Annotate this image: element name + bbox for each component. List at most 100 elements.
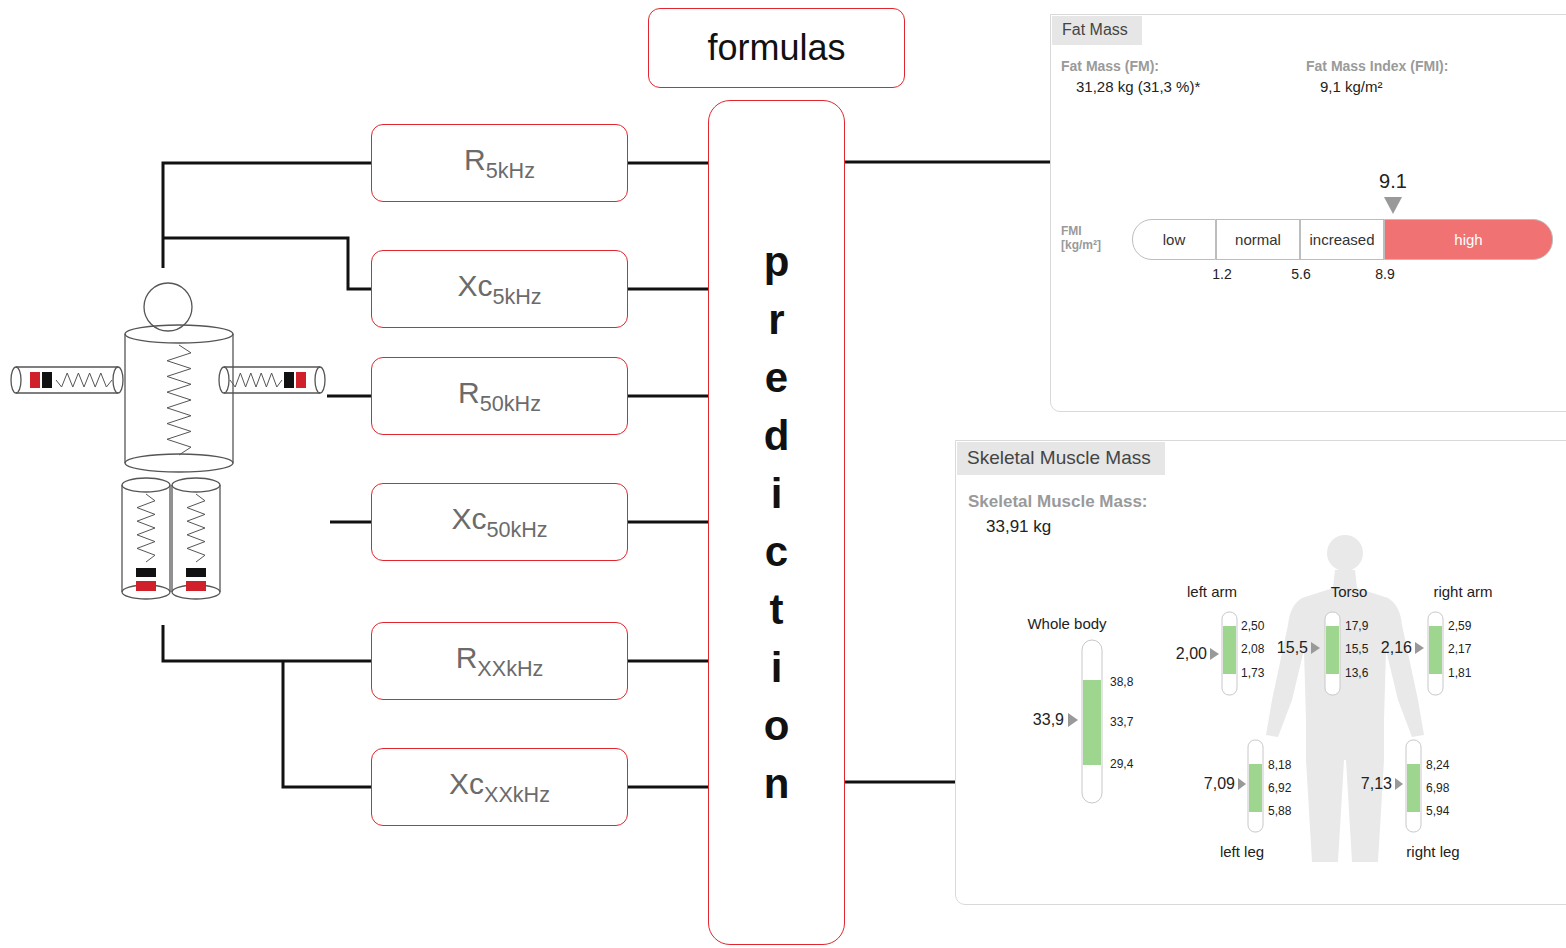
arm-side [16, 392, 118, 393]
electrode-red [30, 372, 40, 388]
connector-line [628, 288, 708, 291]
value-pointer [1311, 642, 1320, 654]
letter: n [764, 755, 790, 813]
spring-zigzag [167, 345, 191, 455]
value-label: 7,13 [1361, 775, 1392, 793]
value-label: 33,91 kg [986, 517, 1051, 537]
value-label: 2,00 [1176, 645, 1207, 663]
value-label: 2,59 [1448, 620, 1471, 634]
range-bar [1406, 740, 1421, 832]
connector-line [628, 395, 708, 398]
segment-label: low [1163, 231, 1186, 248]
leg-side [219, 485, 220, 592]
measurement-label: RXXkHz [456, 641, 544, 682]
electrode-red [186, 581, 206, 591]
value-label: 1.2 [1212, 266, 1231, 282]
measurement-label: XcXXkHz [449, 767, 550, 808]
value-label: 29,4 [1110, 758, 1133, 772]
spring-zigzag [56, 373, 112, 387]
letter: e [764, 349, 790, 407]
value-pointer [1238, 778, 1246, 790]
measurement-box: R5kHz [371, 124, 628, 202]
connector-line [628, 786, 708, 789]
measurement-box: Xc50kHz [371, 483, 628, 561]
symbol: Xc [451, 502, 486, 535]
value-label: 8,18 [1268, 759, 1291, 773]
value-label: left leg [1220, 843, 1264, 860]
torso-top [125, 325, 233, 343]
symbol: Xc [449, 767, 484, 800]
leg-side [169, 485, 170, 592]
wire [163, 238, 371, 289]
measurement-box: Xc5kHz [371, 250, 628, 328]
range-normal [1326, 626, 1339, 674]
muscle-figure [1068, 535, 1443, 862]
wire [163, 625, 371, 661]
value-label: 7,09 [1204, 775, 1235, 793]
head [144, 283, 192, 331]
scale-segment: low [1132, 219, 1216, 260]
scale-segment: high [1384, 219, 1553, 260]
value-label: Fat Mass (FM): [1061, 58, 1159, 74]
symbol: R [458, 376, 480, 409]
torso-side [232, 334, 233, 463]
formula-label: formulas [707, 27, 845, 69]
electrode-black [42, 372, 52, 388]
range-normal [1249, 764, 1262, 812]
fmi-pointer [1384, 197, 1402, 214]
value-label: right arm [1433, 583, 1492, 600]
range-bar [1082, 640, 1102, 803]
impedance-springs [56, 345, 282, 562]
silhouette-body [1266, 570, 1424, 862]
leg-side [121, 485, 122, 592]
value-label: 38,8 [1110, 676, 1133, 690]
segment-label: increased [1309, 231, 1374, 248]
value-label: 2,08 [1241, 643, 1264, 657]
pointer-triangle [1384, 197, 1402, 214]
spring-zigzag [230, 373, 282, 387]
measurement-label: R50kHz [458, 376, 541, 417]
value-label: 33,7 [1110, 716, 1133, 730]
electrode-red [136, 581, 156, 591]
symbol: Xc [457, 269, 492, 302]
arm-end [219, 367, 229, 393]
leg-side [171, 485, 172, 592]
value-pointer [1415, 642, 1424, 654]
range-bar [1248, 740, 1263, 832]
value-label: 15,5 [1277, 639, 1308, 657]
range-bar [1428, 612, 1443, 695]
panel-tab: Skeletal Muscle Mass [957, 442, 1165, 475]
letter: o [764, 697, 790, 755]
prediction-box: prediction [708, 100, 845, 945]
letter: d [764, 407, 790, 465]
value-label: FMI [kg/m²] [1061, 225, 1113, 253]
value-label: Torso [1331, 583, 1368, 600]
connector-line [628, 660, 708, 663]
value-label: 5,88 [1268, 805, 1291, 819]
measurement-box: RXXkHz [371, 622, 628, 700]
spring-zigzag [187, 494, 205, 562]
value-label: 9,1 kg/m² [1320, 78, 1383, 95]
value-label: 6,98 [1426, 782, 1449, 796]
symbol: R [464, 143, 486, 176]
measurement-wires [163, 163, 371, 787]
electrode-red [296, 372, 306, 388]
value-label: Whole body [1027, 615, 1106, 632]
wire [330, 521, 371, 524]
value-pointer [1395, 778, 1403, 790]
subscript: 5kHz [492, 283, 541, 308]
range-normal [1407, 764, 1420, 812]
value-label: 2,16 [1381, 639, 1412, 657]
value-label: 2,17 [1448, 643, 1471, 657]
torso-bottom [125, 454, 233, 472]
value-label: 8.9 [1375, 266, 1394, 282]
spring-zigzag [137, 494, 155, 562]
arm-side [224, 366, 320, 367]
value-label: 33,9 [1033, 711, 1064, 729]
range-bar [1325, 612, 1340, 695]
range-normal [1223, 626, 1236, 674]
formula-box: formulas [648, 8, 905, 88]
arm-side [224, 392, 320, 393]
vertical-label: prediction [764, 233, 790, 813]
